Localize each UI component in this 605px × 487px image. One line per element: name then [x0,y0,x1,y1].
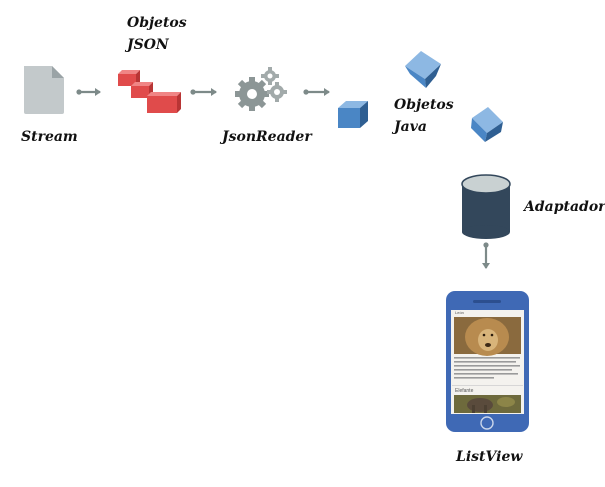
smartphone-icon [446,291,529,432]
label-objetos-java-line2: Java [394,119,427,135]
listview-item-title: Elefante [455,388,474,394]
cube-icon [471,107,503,142]
label-objetos-json-line2: JSON [127,37,169,53]
label-adaptador: Adaptador [524,199,605,215]
label-objetos-json-line1: Objetos [127,15,187,31]
cube-icon [405,51,441,88]
label-listview: ListView [456,449,523,465]
label-stream: Stream [21,129,78,145]
json-blocks-icon [118,70,181,113]
label-json-reader: JsonReader [222,129,312,145]
cube-icon [338,101,368,128]
gears-icon [235,67,287,111]
arrow-stream-to-json [76,88,101,96]
listview-item-title: León [455,310,464,315]
database-icon [461,174,511,239]
document-icon [24,66,64,114]
arrow-json-to-reader [190,88,217,96]
label-objetos-java-line1: Objetos [394,97,454,113]
arrow-adapter-to-listview [482,242,490,269]
arrow-reader-to-objects [303,88,330,96]
